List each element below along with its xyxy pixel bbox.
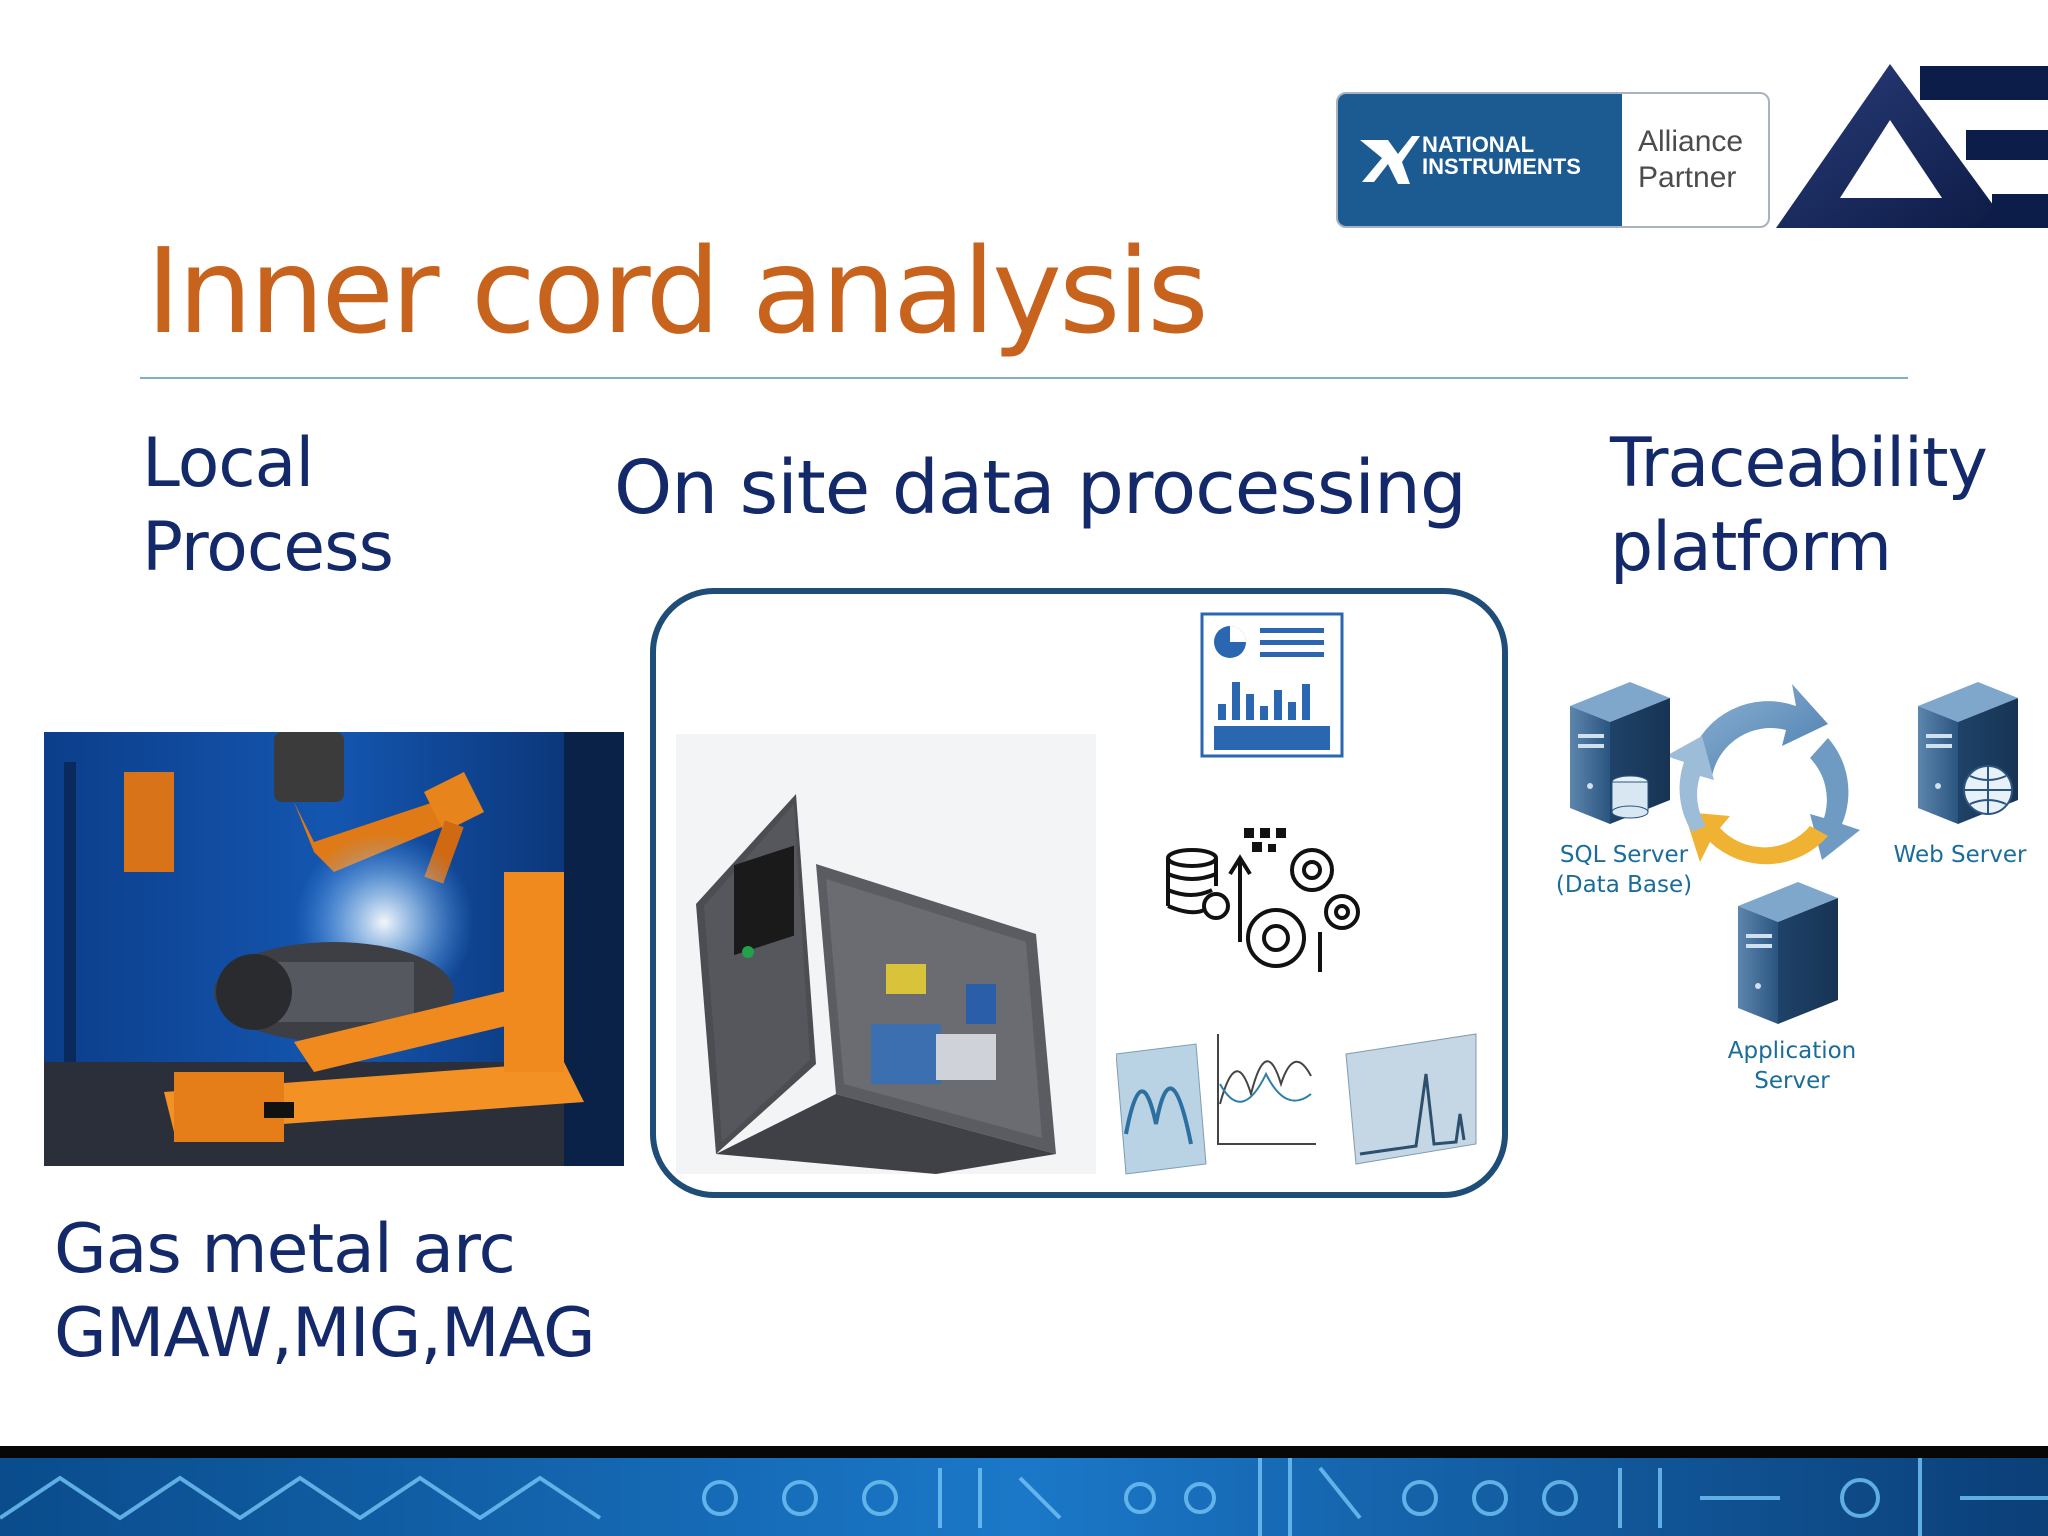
signal-analysis-icon — [1116, 1033, 1477, 1175]
web-server-icon — [1918, 682, 2018, 824]
welding-robot-photo — [44, 732, 624, 1166]
circuit-board-footer — [0, 1446, 2048, 1536]
application-server-icon — [1738, 882, 1838, 1024]
application-server-label: Application Server — [1712, 1036, 1872, 1096]
ni-alliance-partner-logo: NATIONAL INSTRUMENTS Alliance Partner — [1336, 92, 1770, 228]
slide-title: Inner cord analysis — [146, 222, 1209, 360]
ni-wordmark-line-2: INSTRUMENTS — [1422, 154, 1581, 179]
company-triangle-logo — [1776, 64, 2048, 228]
process-caption: Gas metal arc GMAW,MIG,MAG — [54, 1208, 596, 1376]
circuit-pattern-decoration — [0, 1458, 2048, 1536]
traceability-server-diagram — [1570, 682, 2018, 1024]
application-server-label-line-2: Server — [1754, 1068, 1830, 1094]
web-server-label: Web Server — [1893, 842, 2027, 868]
process-caption-line-2: GMAW,MIG,MAG — [54, 1294, 596, 1373]
sql-server-label-line-1: SQL Server — [1559, 842, 1689, 868]
sql-server-label: SQL Server (Data Base) — [1554, 840, 1694, 900]
title-divider — [140, 377, 1908, 379]
control-cabinet-illustration — [676, 734, 1096, 1174]
alliance-partner-text: Alliance Partner — [1638, 124, 1743, 196]
ni-logo-blue-panel: NATIONAL INSTRUMENTS — [1338, 94, 1622, 226]
welding-robot-illustration — [44, 732, 624, 1166]
data-processing-gears-icon — [1166, 828, 1360, 972]
application-server-label-line-1: Application — [1727, 1038, 1857, 1064]
report-document-icon — [1200, 612, 1344, 758]
sql-server-icon — [1570, 682, 1670, 824]
traceability-line-2: platform — [1610, 508, 1892, 587]
local-process-line-1: Local — [142, 424, 314, 503]
traceability-heading: Traceability platform — [1610, 422, 1988, 590]
partner-line: Partner — [1638, 161, 1737, 194]
ni-wordmark-line-1: NATIONAL — [1422, 132, 1535, 157]
local-process-heading: Local Process — [142, 422, 394, 590]
local-process-line-2: Process — [142, 508, 394, 587]
process-caption-line-1: Gas metal arc — [54, 1210, 516, 1289]
ni-eagle-icon — [1360, 136, 1420, 184]
traceability-line-1: Traceability — [1610, 424, 1988, 503]
footer-top-bar — [0, 1446, 2048, 1458]
ni-wordmark: NATIONAL INSTRUMENTS — [1422, 134, 1581, 178]
onsite-processing-heading: On site data processing — [614, 445, 1467, 531]
alliance-line: Alliance — [1638, 125, 1744, 158]
processing-panel — [650, 588, 1508, 1198]
sql-server-label-line-2: (Data Base) — [1555, 872, 1693, 898]
